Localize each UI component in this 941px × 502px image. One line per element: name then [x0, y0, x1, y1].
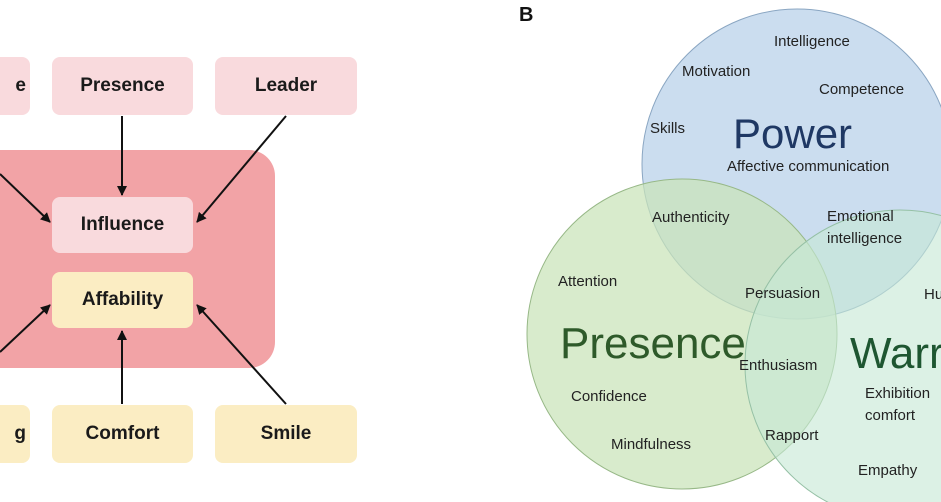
box-influence-label: Influence [80, 214, 165, 235]
venn-label-empathy: Empathy [858, 462, 918, 479]
venn-label-comfort: comfort [865, 407, 916, 424]
venn-label-attention: Attention [558, 273, 618, 290]
venn-label-motivation: Motivation [682, 63, 751, 80]
venn-label-competence: Competence [819, 81, 905, 98]
venn-label-persuasion: Persuasion [745, 285, 821, 302]
venn-label-mindfulness: Mindfulness [611, 436, 692, 453]
box-smile-label: Smile [260, 423, 312, 444]
venn-label-confidence: Confidence [571, 388, 647, 405]
venn-label-emotional: Emotional [827, 208, 894, 225]
box-affability-label: Affability [81, 289, 164, 310]
arrow-leader-influence [196, 115, 287, 223]
venn-title-warmth: Warr [850, 329, 941, 378]
arrow-topleft-influence [0, 173, 51, 223]
venn-label-intelligence: Intelligence [774, 33, 850, 50]
box-smile: Smile [215, 405, 357, 463]
venn-label-rapport: Rapport [765, 427, 819, 444]
box-leader-label: Leader [254, 75, 318, 96]
arrow-smile-affability [196, 304, 287, 405]
venn-title-presence: Presence [560, 319, 746, 368]
box-presence: Presence [52, 57, 193, 115]
box-presence-label: Presence [80, 75, 165, 96]
box-top-left-label: e [15, 75, 26, 96]
venn-label-exhibition: Exhibition [865, 385, 931, 402]
box-influence: Influence [52, 197, 193, 253]
group-rectangle [0, 150, 275, 368]
box-leader: Leader [215, 57, 357, 115]
venn-circle-warmth [744, 209, 941, 502]
venn-label-enthusiasm: Enthusiasm [739, 357, 818, 374]
box-affability: Affability [52, 272, 193, 328]
box-bottom-left-partial: g [0, 405, 30, 463]
venn-label-authenticity: Authenticity [652, 209, 730, 226]
venn-title-power: Power [733, 110, 853, 157]
box-top-left-partial: e [0, 57, 30, 115]
arrow-bottomleft-affability [0, 304, 51, 353]
venn-label-skills: Skills [650, 120, 686, 137]
venn-label-hu-partial: Hu [924, 286, 941, 303]
venn-label-affective-communication: Affective communication [727, 158, 890, 175]
box-comfort: Comfort [52, 405, 193, 463]
box-comfort-label: Comfort [85, 423, 160, 444]
box-bottom-left-label: g [14, 423, 26, 444]
panel-b-letter: B [519, 4, 534, 26]
venn-label-intelligence-2: intelligence [827, 230, 903, 247]
